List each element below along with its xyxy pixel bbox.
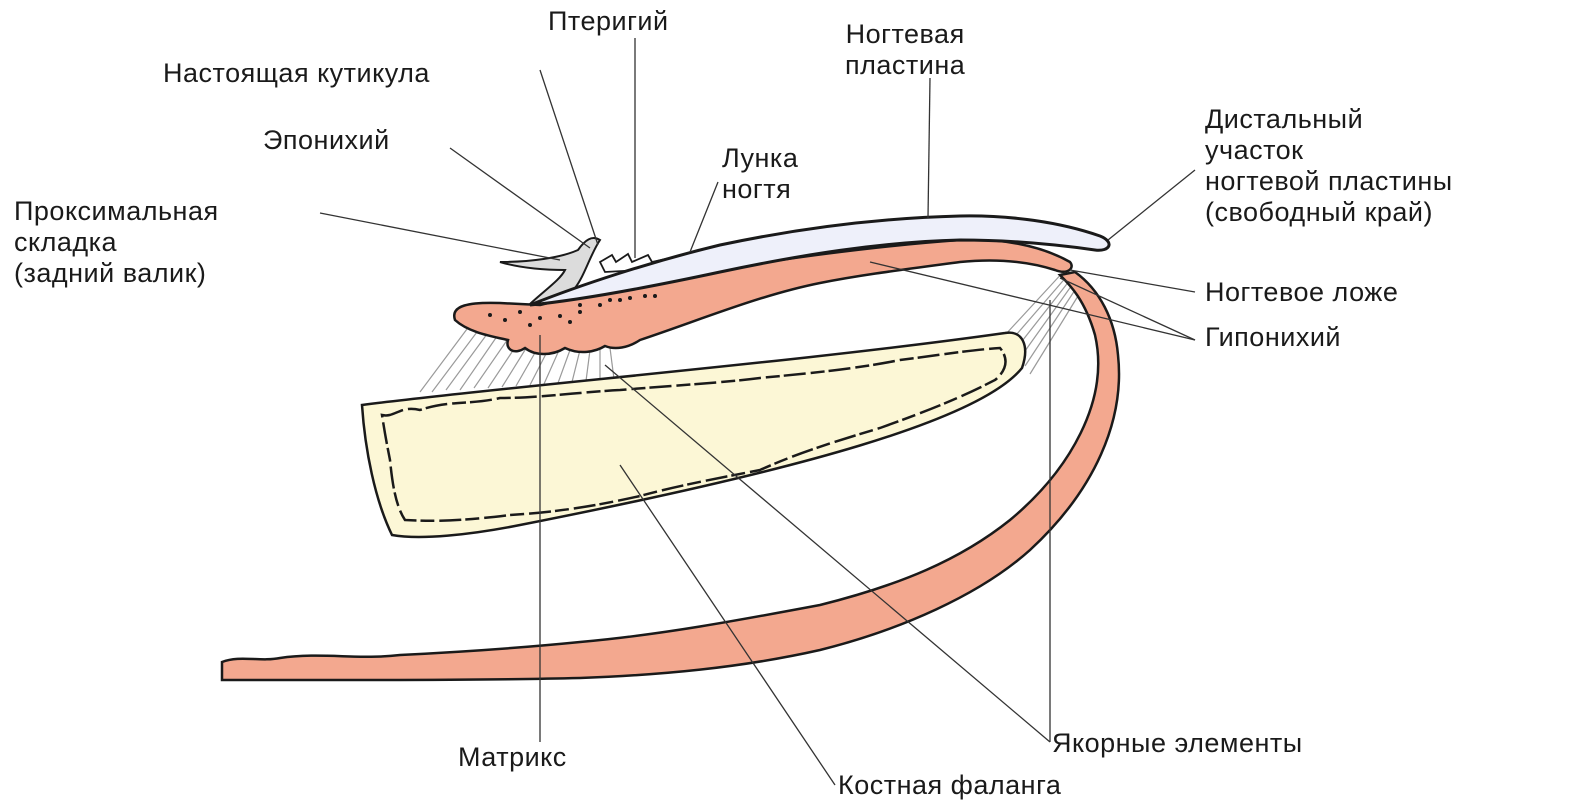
- label-nail-plate-line-2: пластина: [845, 50, 965, 81]
- label-proximal-fold-line-2: складка: [14, 227, 219, 258]
- label-pterygium: Птеригий: [548, 6, 669, 37]
- label-nail-plate-line-1: Ногтевая: [845, 19, 965, 50]
- label-distal-part-line-4: (свободный край): [1205, 197, 1453, 228]
- label-bone-phalanx: Костная фаланга: [838, 770, 1061, 801]
- label-anchors: Якорные элементы: [1052, 728, 1303, 759]
- label-nail-bed: Ногтевое ложе: [1205, 277, 1398, 308]
- label-proximal-fold: Проксимальная складка (задний валик): [14, 196, 219, 289]
- bone-phalanx-shape: [362, 333, 1025, 537]
- label-lunula-line-2: ногтя: [722, 174, 798, 205]
- label-distal-part-line-1: Дистальный: [1205, 104, 1453, 135]
- label-lunula: Лунка ногтя: [722, 143, 798, 205]
- label-nail-plate: Ногтевая пластина: [845, 19, 965, 81]
- label-distal-part-line-2: участок: [1205, 135, 1453, 166]
- label-matrix: Матрикс: [458, 742, 567, 773]
- label-proximal-fold-line-3: (задний валик): [14, 258, 219, 289]
- label-proximal-fold-line-1: Проксимальная: [14, 196, 219, 227]
- label-eponychium: Эпонихий: [263, 125, 390, 156]
- label-distal-part-line-3: ногтевой пластины: [1205, 166, 1453, 197]
- label-distal-part: Дистальный участок ногтевой пластины (св…: [1205, 104, 1453, 228]
- label-true-cuticle: Настоящая кутикула: [163, 58, 430, 89]
- label-lunula-line-1: Лунка: [722, 143, 798, 174]
- label-hyponychium: Гипонихий: [1205, 322, 1341, 353]
